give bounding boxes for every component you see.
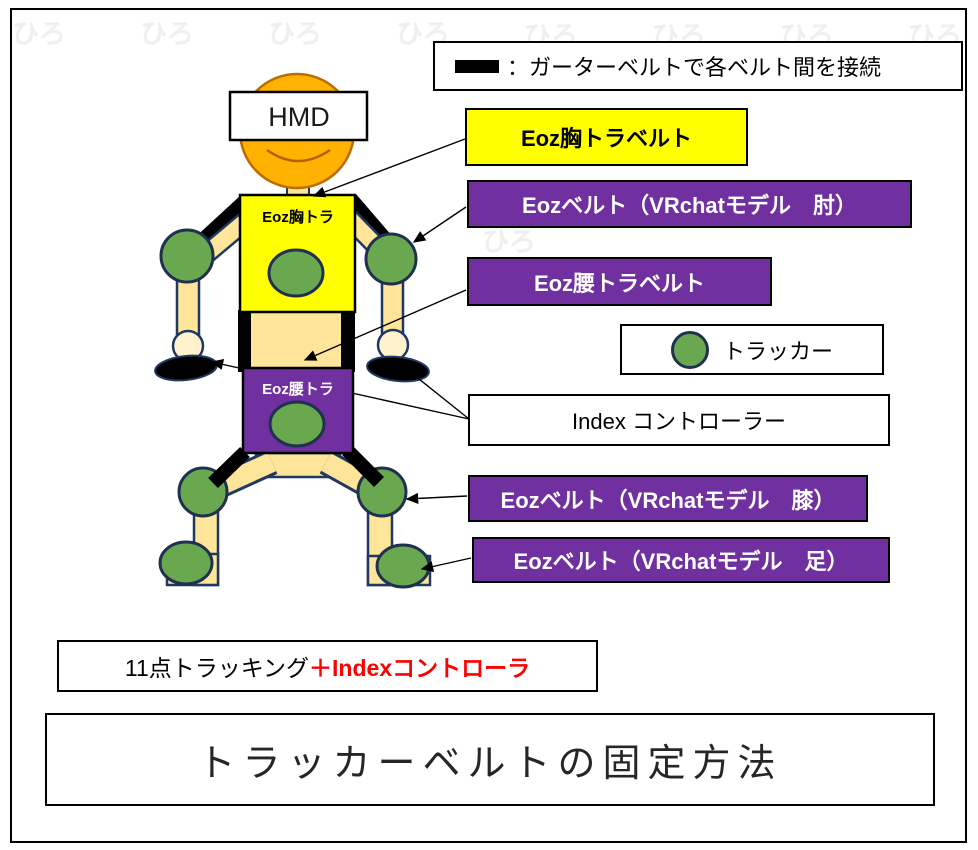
garter-legend-text: ：ガーターベルトで各ベルト間を接続: [507, 55, 882, 80]
waist-belt-callout-text: Eoz腰トラベルト: [533, 270, 706, 296]
chest-belt-callout-text: Eoz胸トラベルト: [520, 126, 693, 151]
watermark: ひろ: [268, 19, 322, 49]
garter-legend-box: ：ガーターベルトで各ベルト間を接続: [433, 41, 963, 91]
arrow-knee-belt: [405, 492, 468, 505]
garter-strap-right-thigh: [342, 445, 384, 487]
tracking-summary-box: 11点トラッキング＋Indexコントローラ: [57, 640, 598, 692]
foot-belt-callout-text: Eozベルト（VRchatモデル 足）: [513, 549, 849, 574]
chest-belt-label: Eoz胸トラ: [262, 208, 334, 226]
garter-strap-left-thigh: [208, 446, 250, 489]
page-title: トラッカーベルトの固定方法: [197, 743, 783, 785]
hmd-box: [228, 90, 369, 142]
arrow-waist-belt: [303, 289, 467, 361]
tracker-right-elbow: [364, 232, 418, 286]
garter-belt-swatch: [455, 59, 499, 73]
index-controller-text: Index コントローラー: [572, 409, 786, 434]
watermark: ひろ: [482, 227, 536, 257]
arrow-index-right-hand: [402, 366, 470, 420]
tracker-legend-text: トラッカー: [722, 338, 833, 364]
smile: [266, 148, 331, 163]
arrow-foot-belt: [420, 557, 472, 573]
knee-belt-callout: Eozベルト（VRchatモデル 膝）: [468, 475, 868, 522]
tracking-count-text: 11点トラッキング: [124, 655, 310, 681]
garter-strap-left-side: [238, 310, 251, 372]
hmd-label: HMD: [268, 102, 330, 132]
tracking-index-text: ＋Indexコントローラ: [309, 655, 531, 681]
tracker-left-foot: [158, 540, 214, 586]
tracker-chest: [267, 248, 325, 298]
waist-belt-label: Eoz腰トラ: [262, 381, 334, 398]
outer-frame: [10, 8, 967, 843]
elbow-belt-callout: Eozベルト（VRchatモデル 肘）: [467, 180, 912, 228]
arrow-chest-belt: [312, 138, 466, 198]
tracker-legend-box: トラッカー: [620, 324, 884, 375]
tracker-waist: [268, 400, 326, 448]
tracker-icon: [670, 330, 709, 369]
foot-belt-callout: Eozベルト（VRchatモデル 足）: [472, 537, 890, 583]
left-hand-controller: [154, 354, 218, 382]
index-controller-callout: Index コントローラー: [468, 394, 890, 446]
watermark: ひろ: [12, 19, 66, 49]
chest-belt-callout: Eoz胸トラベルト: [465, 108, 748, 166]
title-box: トラッカーベルトの固定方法: [45, 713, 935, 806]
knee-belt-callout-text: Eozベルト（VRchatモデル 膝）: [500, 487, 836, 513]
watermark: ひろ: [140, 19, 194, 49]
waist-belt-callout: Eoz腰トラベルト: [467, 257, 772, 306]
elbow-belt-callout-text: Eozベルト（VRchatモデル 肘）: [522, 193, 857, 218]
tracker-right-foot: [375, 543, 431, 589]
right-wrist: [376, 328, 410, 362]
belly: [250, 312, 342, 370]
arrow-elbow-belt: [412, 206, 467, 243]
tracker-left-elbow: [159, 228, 215, 284]
